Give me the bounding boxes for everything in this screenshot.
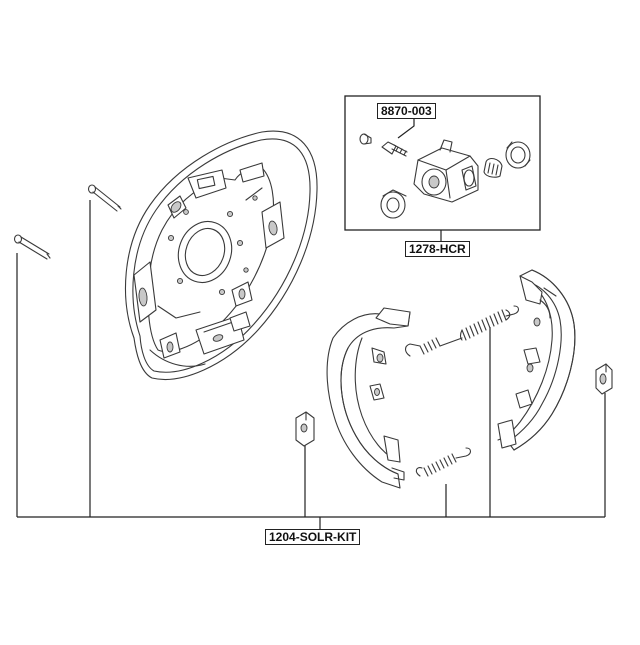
hold-down-clip-left bbox=[295, 411, 315, 447]
wheel-cylinder-spring bbox=[483, 157, 503, 178]
shoe-kit-part-label: 1204-SOLR-KIT bbox=[265, 529, 361, 545]
brake-shoe-left bbox=[326, 307, 411, 489]
bleeder-screw-part-label: 8870-003 bbox=[377, 103, 436, 119]
hold-down-clip-right bbox=[595, 363, 613, 395]
wheel-cylinder-boot bbox=[505, 141, 531, 169]
wheel-cylinder-part-label: 1278-HCR bbox=[405, 241, 470, 257]
leader-bleeder-screw bbox=[397, 118, 415, 139]
callout-leader-lines bbox=[16, 118, 606, 529]
retaining-pin-left bbox=[13, 234, 51, 260]
wheel-cylinder-cup bbox=[380, 189, 407, 219]
wheel-cylinder-body bbox=[413, 139, 479, 203]
lower-return-spring bbox=[415, 447, 472, 477]
bleeder-dust-cap bbox=[359, 133, 372, 145]
brake-shoe-right bbox=[497, 269, 576, 451]
wheel-cylinder-group-box bbox=[344, 95, 541, 231]
bleeder-screw bbox=[381, 141, 408, 157]
upper-return-spring bbox=[404, 305, 520, 357]
retaining-pin-right bbox=[87, 184, 122, 212]
brake-backing-plate bbox=[124, 130, 318, 380]
